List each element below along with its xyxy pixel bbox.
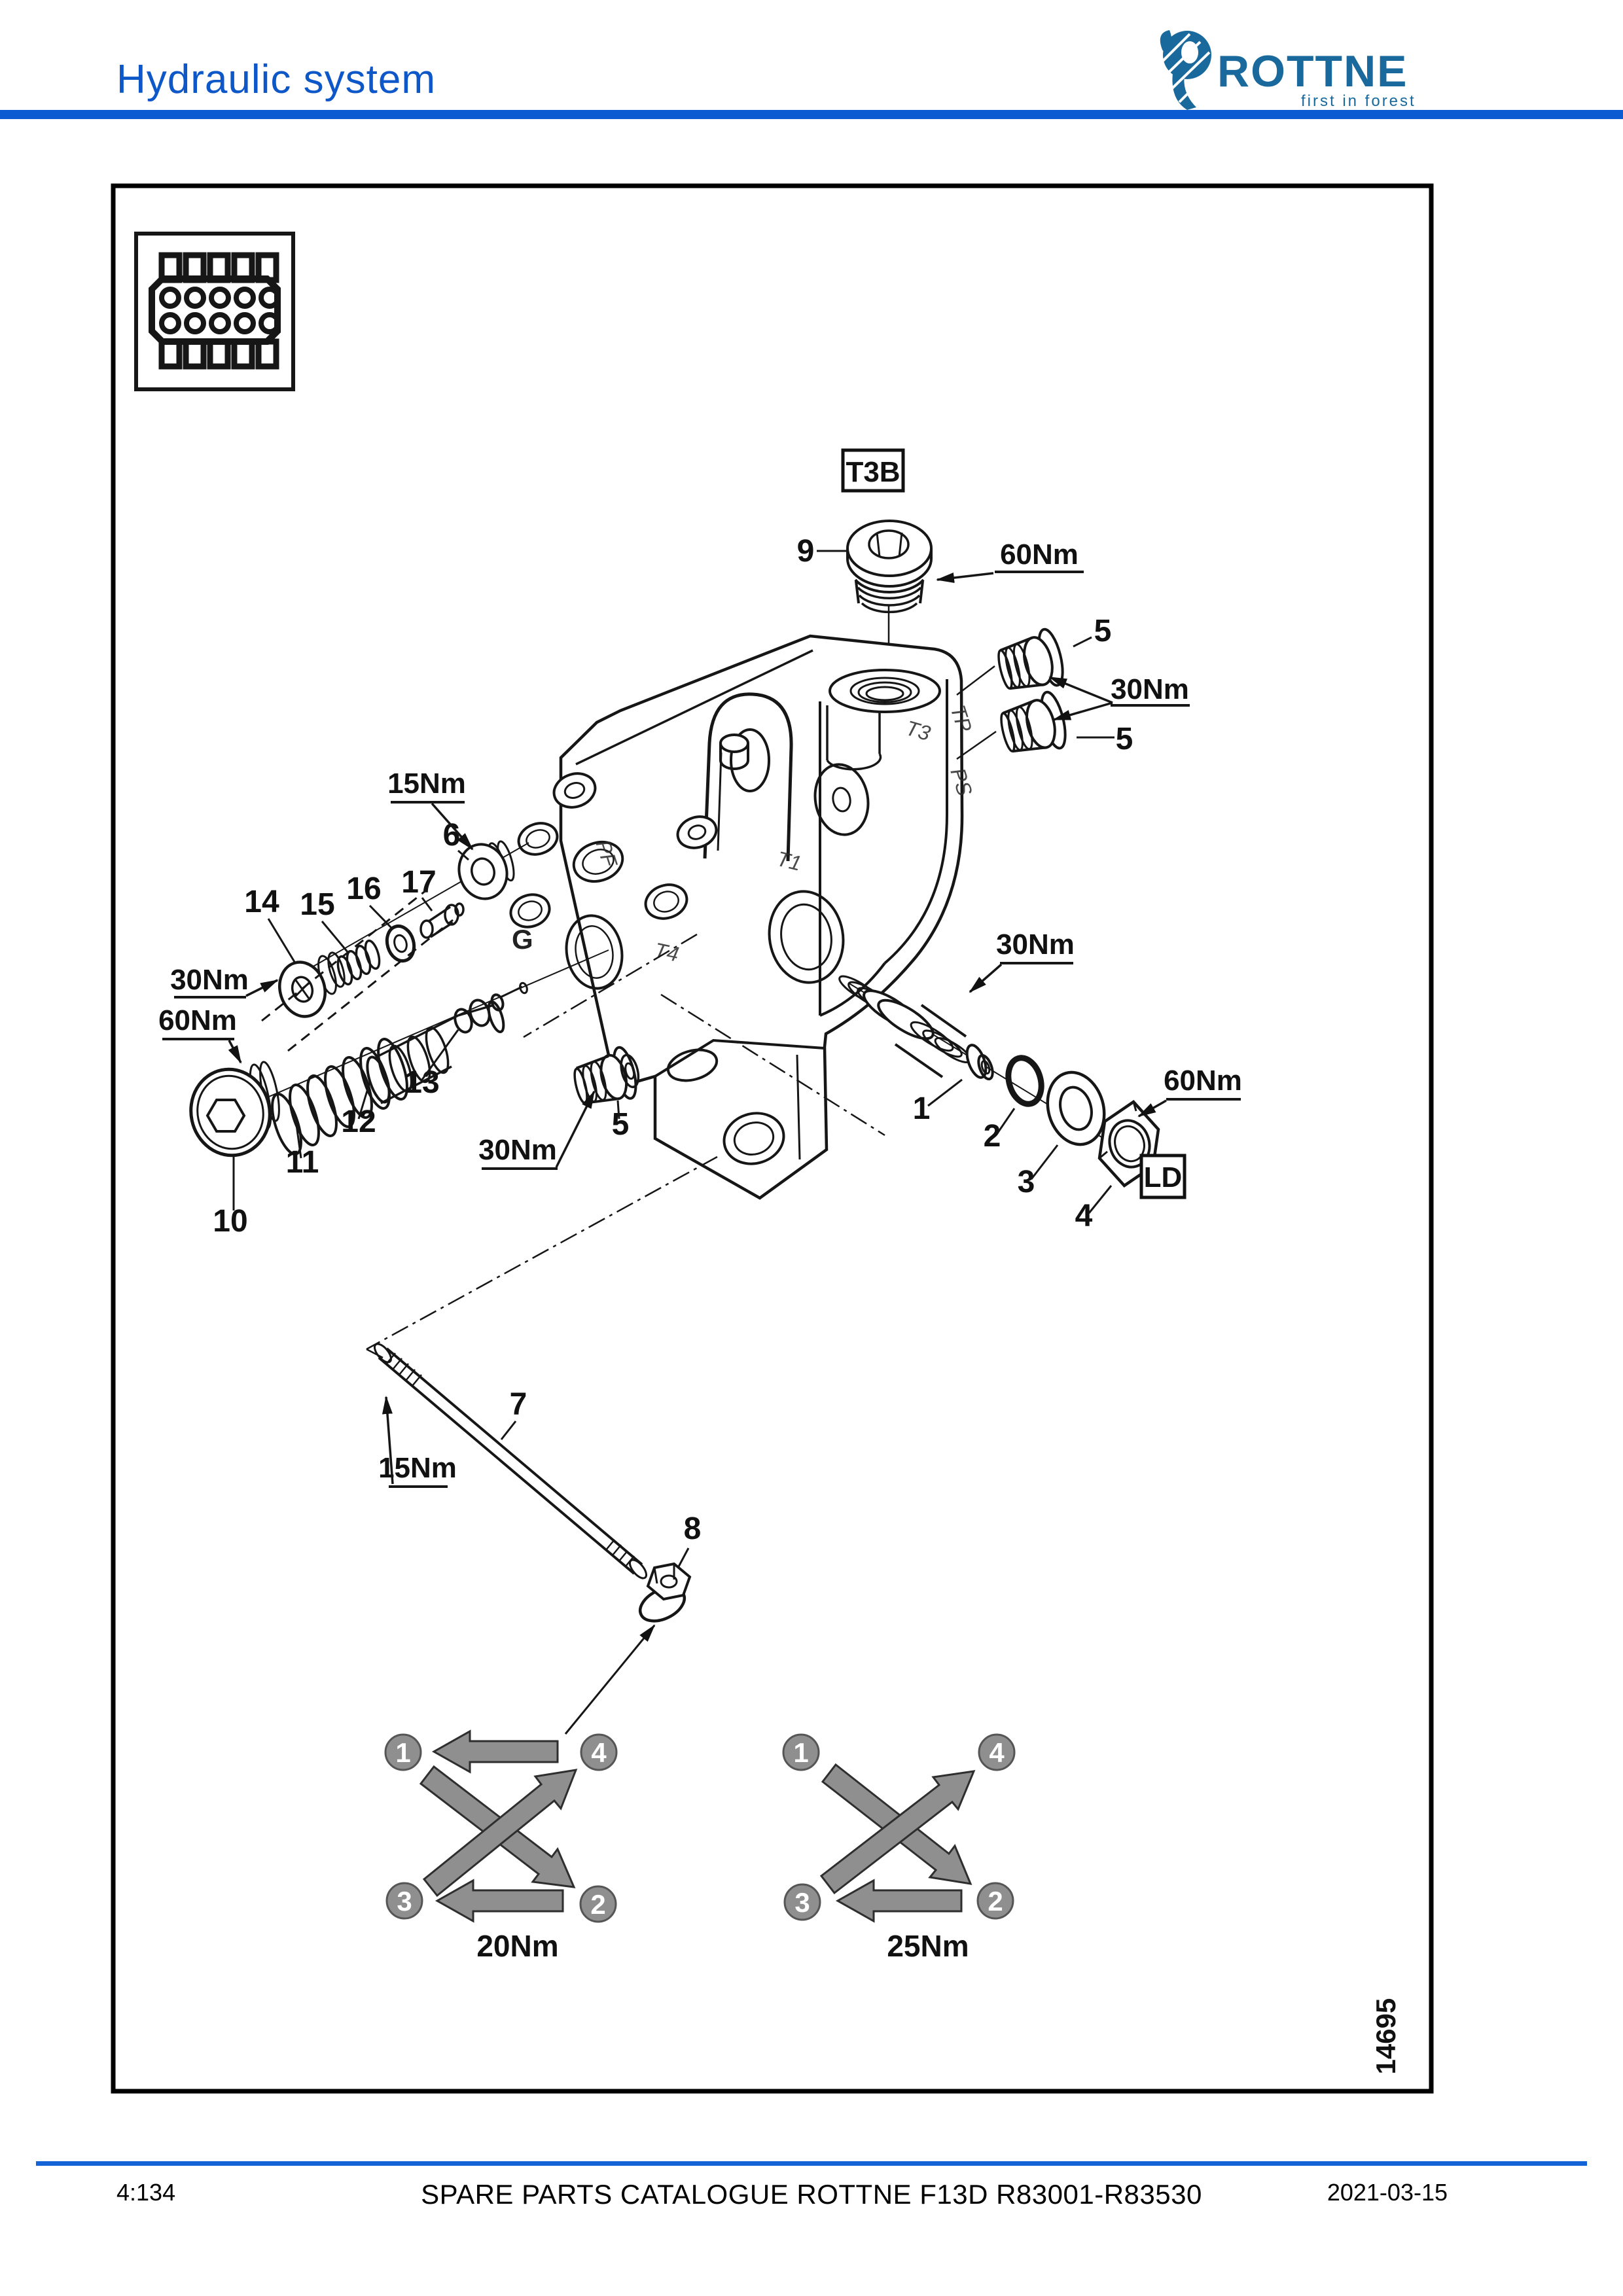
seq-step-3: 3 [397,1886,412,1916]
torque-60nm-top: 60Nm [936,539,1084,583]
part-label-13: 13 [404,1065,439,1100]
torque-60nm-right: 60Nm [1164,1065,1242,1097]
rottne-logo-icon: ROTTNE first in forest [1156,30,1416,110]
torque-30nm-cartridge: 30Nm [996,928,1075,961]
footer-page-number: 4:134 [116,2179,176,2206]
footer-date: 2021-03-15 [1327,2179,1448,2206]
tightening-sequence-25nm: 1 4 3 2 25Nm [782,1733,1016,1963]
part-label-15: 15 [300,887,334,922]
seq-step-2: 2 [590,1889,605,1920]
arrow-3-to-4 [819,1770,976,1895]
ref-box-ld: LD [1139,1154,1186,1199]
part-label-7: 7 [510,1387,527,1422]
torque-15nm-left: 15Nm [387,768,466,800]
part-5-plug-bottom: 5 30Nm [478,1046,640,1170]
seq-step-4: 4 [989,1737,1005,1768]
part-3-washer [1046,1070,1106,1146]
seq-step-3: 3 [794,1887,810,1918]
arrow-2-to-3 [435,1879,564,1923]
valve-block: G T4 T1 PF T3 TP PS [509,634,977,1200]
connector-icon [134,232,295,391]
brand-tagline: first in forest [1301,92,1416,110]
part-label-12: 12 [341,1104,376,1139]
ref-label-t3b: T3B [846,456,900,488]
figure-border [111,183,1434,2094]
cartridge-valve-assembly: 1 30Nm 2 3 4 60Nm LD [838,928,1242,1233]
torque-60nm-left: 60Nm [158,1004,237,1036]
brand-name: ROTTNE [1217,46,1408,96]
page-title: Hydraulic system [116,57,436,102]
part-label-1: 1 [913,1091,931,1126]
port-label-t1: T1 [774,847,804,875]
drawing-number: 14695 [1370,1998,1401,2075]
part-5-plugs-right: 5 30Nm 5 [956,614,1190,760]
part-2-oring [1005,1055,1044,1107]
part-label-5a: 5 [1094,614,1112,648]
part-label-4: 4 [1075,1199,1093,1233]
part-label-6: 6 [443,818,461,853]
part-label-17: 17 [401,865,436,900]
header-divider [0,110,1623,119]
seq-step-1: 1 [793,1737,808,1768]
centerlines [366,933,885,1351]
torque-20nm: 20Nm [476,1929,558,1963]
relief-valve-assembly: 6 15Nm 17 16 15 [170,768,529,1052]
ref-label-ld: LD [1144,1161,1183,1193]
part-label-10: 10 [213,1204,247,1239]
part-label-11: 11 [286,1145,319,1180]
part-label-14: 14 [244,885,279,919]
tightening-sequence-20nm: 1 4 3 2 20Nm [384,1729,618,1963]
ref-box-t3b: T3B [841,448,905,493]
part-label-2: 2 [984,1119,1001,1154]
part-label-3: 3 [1018,1165,1035,1199]
torque-30nm-left: 30Nm [170,964,249,996]
arrow-2-to-3 [835,1879,963,1923]
footer-catalogue-title: SPARE PARTS CATALOGUE ROTTNE F13D R83001… [421,2179,1202,2210]
torque-25nm: 25Nm [887,1929,969,1963]
brand-logo: ROTTNE first in forest [1152,26,1440,118]
part-7-stud [373,1343,648,1580]
seq-step-4: 4 [591,1737,607,1768]
part-label-8: 8 [684,1511,702,1546]
part-8-nut [638,1562,692,1623]
port-label-g: G [512,924,533,955]
seq-step-1: 1 [395,1737,410,1768]
part-9-plug [846,520,933,684]
torque-30nm-bottom: 30Nm [478,1134,557,1166]
main-spool-assembly: 60Nm 10 11 [158,949,609,1239]
arrow-3-to-4 [422,1769,578,1898]
part-label-9: 9 [797,534,815,569]
part-label-5b: 5 [1116,722,1133,756]
seq-step-2: 2 [988,1886,1003,1916]
footer-divider [36,2161,1587,2166]
torque-label: 60Nm [1000,539,1079,571]
part-label-16: 16 [346,872,381,906]
torque-30nm-right: 30Nm [1111,673,1189,705]
arrow-4-to-1 [431,1729,559,1774]
part-label-5c: 5 [612,1107,630,1142]
